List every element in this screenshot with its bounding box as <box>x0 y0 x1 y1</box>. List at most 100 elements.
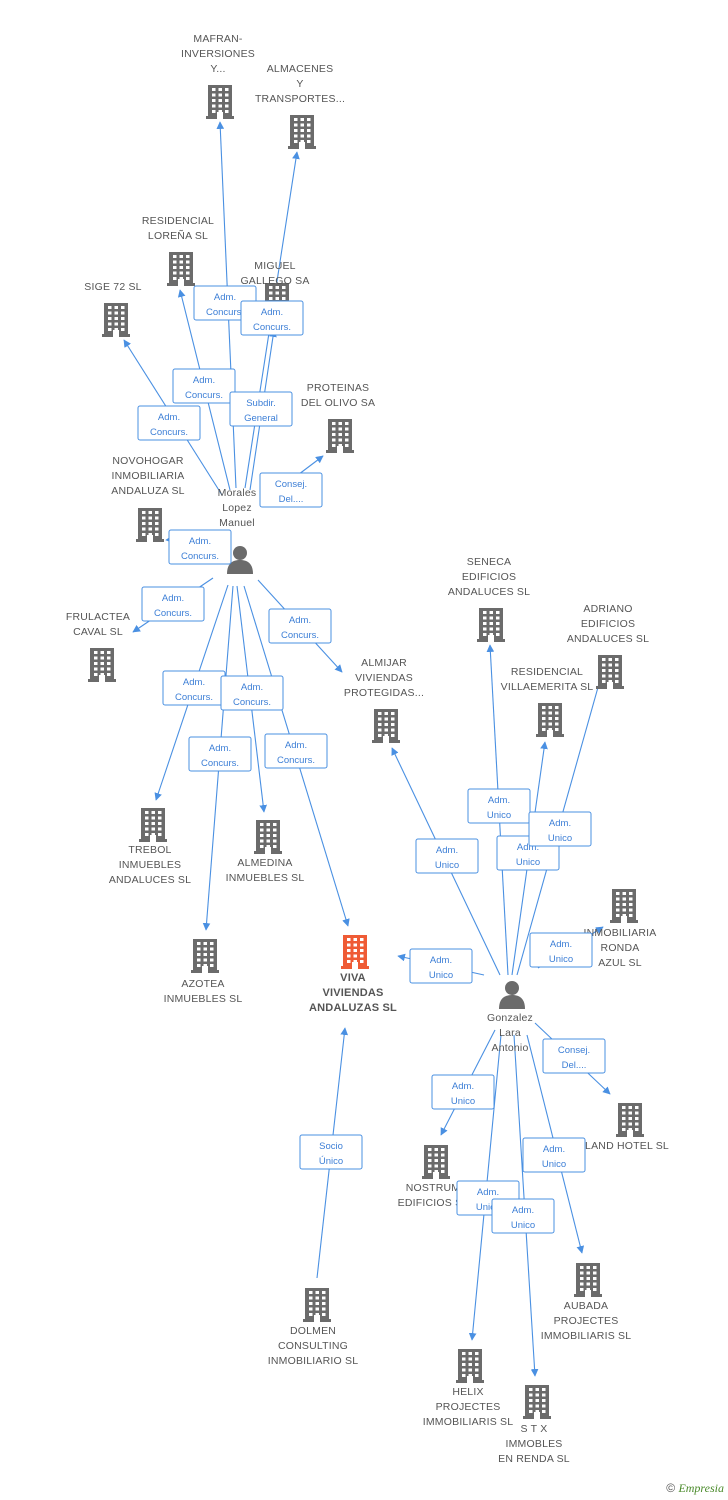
edge-label-gonzalez-nostrum[interactable]: Adm.Unico <box>431 1074 495 1110</box>
node-land_hotel[interactable]: LAND HOTEL SL <box>585 1103 669 1152</box>
edge-label-morales-frulactea[interactable]: Adm.Concurs. <box>141 586 205 622</box>
node-label: PROJECTES <box>436 1401 501 1413</box>
node-label: EDIFICIOS SL <box>398 1197 469 1209</box>
node-label: Lara <box>499 1027 521 1039</box>
edge-label-text: Adm. <box>261 307 283 318</box>
edge-label-morales-viva[interactable]: Adm.Concurs. <box>264 733 328 769</box>
edge-label-text: Adm. <box>477 1187 499 1198</box>
node-label: FRULACTEA <box>66 611 130 623</box>
edge-label-morales-almijar[interactable]: Adm.Concurs. <box>268 608 332 644</box>
edge-label-morales-proteinas[interactable]: Consej.Del.... <box>259 472 323 508</box>
node-label: ALMEDINA <box>237 857 292 869</box>
node-label: EN RENDA SL <box>498 1453 570 1465</box>
building-icon <box>191 939 219 973</box>
node-label: TREBOL <box>128 844 171 856</box>
edge-label-box <box>188 736 252 772</box>
edge-label-gonzalez-viva[interactable]: Adm. Unico <box>409 948 473 984</box>
edge-label-text: Único <box>319 1156 343 1167</box>
edge-label-gonzalez-aubada[interactable]: Adm.Unico <box>522 1137 586 1173</box>
node-label: ADRIANO <box>583 603 632 615</box>
edge-label-morales-miguel_gallego[interactable]: Subdir.General <box>229 391 293 427</box>
node-label: AUBADA <box>564 1300 608 1312</box>
edge-label-gonzalez-seneca[interactable]: Adm.Unico <box>467 788 531 824</box>
node-label: NOVOHOGAR <box>112 455 183 467</box>
building-icon <box>139 808 167 842</box>
node-label: NOSTRUM <box>406 1182 460 1194</box>
building-icon <box>288 115 316 149</box>
edge-label-box <box>220 675 284 711</box>
node-nostrum[interactable]: NOSTRUM EDIFICIOS SL <box>398 1145 469 1209</box>
edge-label-box <box>415 838 479 874</box>
edge-label-morales-sige[interactable]: Adm.Concurs. <box>137 405 201 441</box>
node-label: VIVIENDAS <box>355 672 413 684</box>
edge-label-morales-azotea[interactable]: Adm.Concurs. <box>188 736 252 772</box>
edge-label-text: Concurs. <box>201 758 239 769</box>
edge-label-morales-residencial_lorena[interactable]: Adm.Concurs. <box>172 368 236 404</box>
edge-label-box <box>529 932 593 968</box>
edge-label-text: General <box>244 413 278 424</box>
building-icon <box>574 1263 602 1297</box>
edge-label-morales-novohogar[interactable]: Adm.Concurs. <box>168 529 232 565</box>
edge-label-text: Adm. <box>430 955 452 966</box>
edge-label-box <box>141 586 205 622</box>
edge-label-text: Consej. <box>275 479 307 490</box>
node-label: RESIDENCIAL <box>142 215 214 227</box>
edge-label-text: Concurs. <box>281 630 319 641</box>
edge-label-text: Unico <box>487 810 511 821</box>
edge-label-gonzalez-land_hotel[interactable]: Consej.Del.... <box>542 1038 606 1074</box>
edge-label-text: Adm. <box>512 1205 534 1216</box>
node-label: RONDA <box>601 942 640 954</box>
edge-label-box <box>467 788 531 824</box>
edge-label-text: Adm. <box>241 682 263 693</box>
edge-label-box <box>268 608 332 644</box>
edge-label-text: Socio <box>319 1141 343 1152</box>
edge-label-text: Unico <box>542 1159 566 1170</box>
node-label: PROTEINAS <box>307 382 369 394</box>
node-label: ANDALUCES SL <box>448 586 530 598</box>
node-label: Y... <box>210 63 225 75</box>
edge-label-morales-almedina[interactable]: Adm.Concurs. <box>220 675 284 711</box>
building-icon <box>136 508 164 542</box>
edge-label-gonzalez-adriano[interactable]: Adm.Unico <box>528 811 592 847</box>
node-label: Y <box>296 78 303 90</box>
node-almijar[interactable]: ALMIJARVIVIENDASPROTEGIDAS... <box>344 657 424 743</box>
building-icon <box>456 1349 484 1383</box>
edge-label-morales-almacenes[interactable]: Adm.Concurs. <box>240 300 304 336</box>
edge-label-text: Unico <box>429 970 453 981</box>
node-sige[interactable]: SIGE 72 SL <box>84 281 142 337</box>
node-almacenes[interactable]: ALMACENESYTRANSPORTES... <box>255 63 345 149</box>
building-icon <box>254 820 282 854</box>
node-label: Antonio <box>491 1042 528 1054</box>
node-mafran[interactable]: MAFRAN-INVERSIONESY... <box>181 33 255 119</box>
edge-label-text: Adm. <box>214 292 236 303</box>
node-label: S T X <box>521 1423 548 1435</box>
edge-label-gonzalez-ronda[interactable]: Adm.Unico <box>529 932 593 968</box>
edge-label-gonzalez-almijar[interactable]: Adm.Unico <box>415 838 479 874</box>
node-label: INMOBILIARIA <box>112 470 185 482</box>
node-label: EDIFICIOS <box>581 618 635 630</box>
node-label: IMMOBILIARIS SL <box>423 1416 514 1428</box>
node-proteinas[interactable]: PROTEINAS DEL OLIVO SA <box>301 382 375 453</box>
node-label: DEL OLIVO SA <box>301 397 375 409</box>
edge-label-morales-trebol[interactable]: Adm.Concurs. <box>162 670 226 706</box>
edge-label-gonzalez-stx[interactable]: Adm.Unico <box>491 1198 555 1234</box>
node-label: Manuel <box>219 517 255 529</box>
